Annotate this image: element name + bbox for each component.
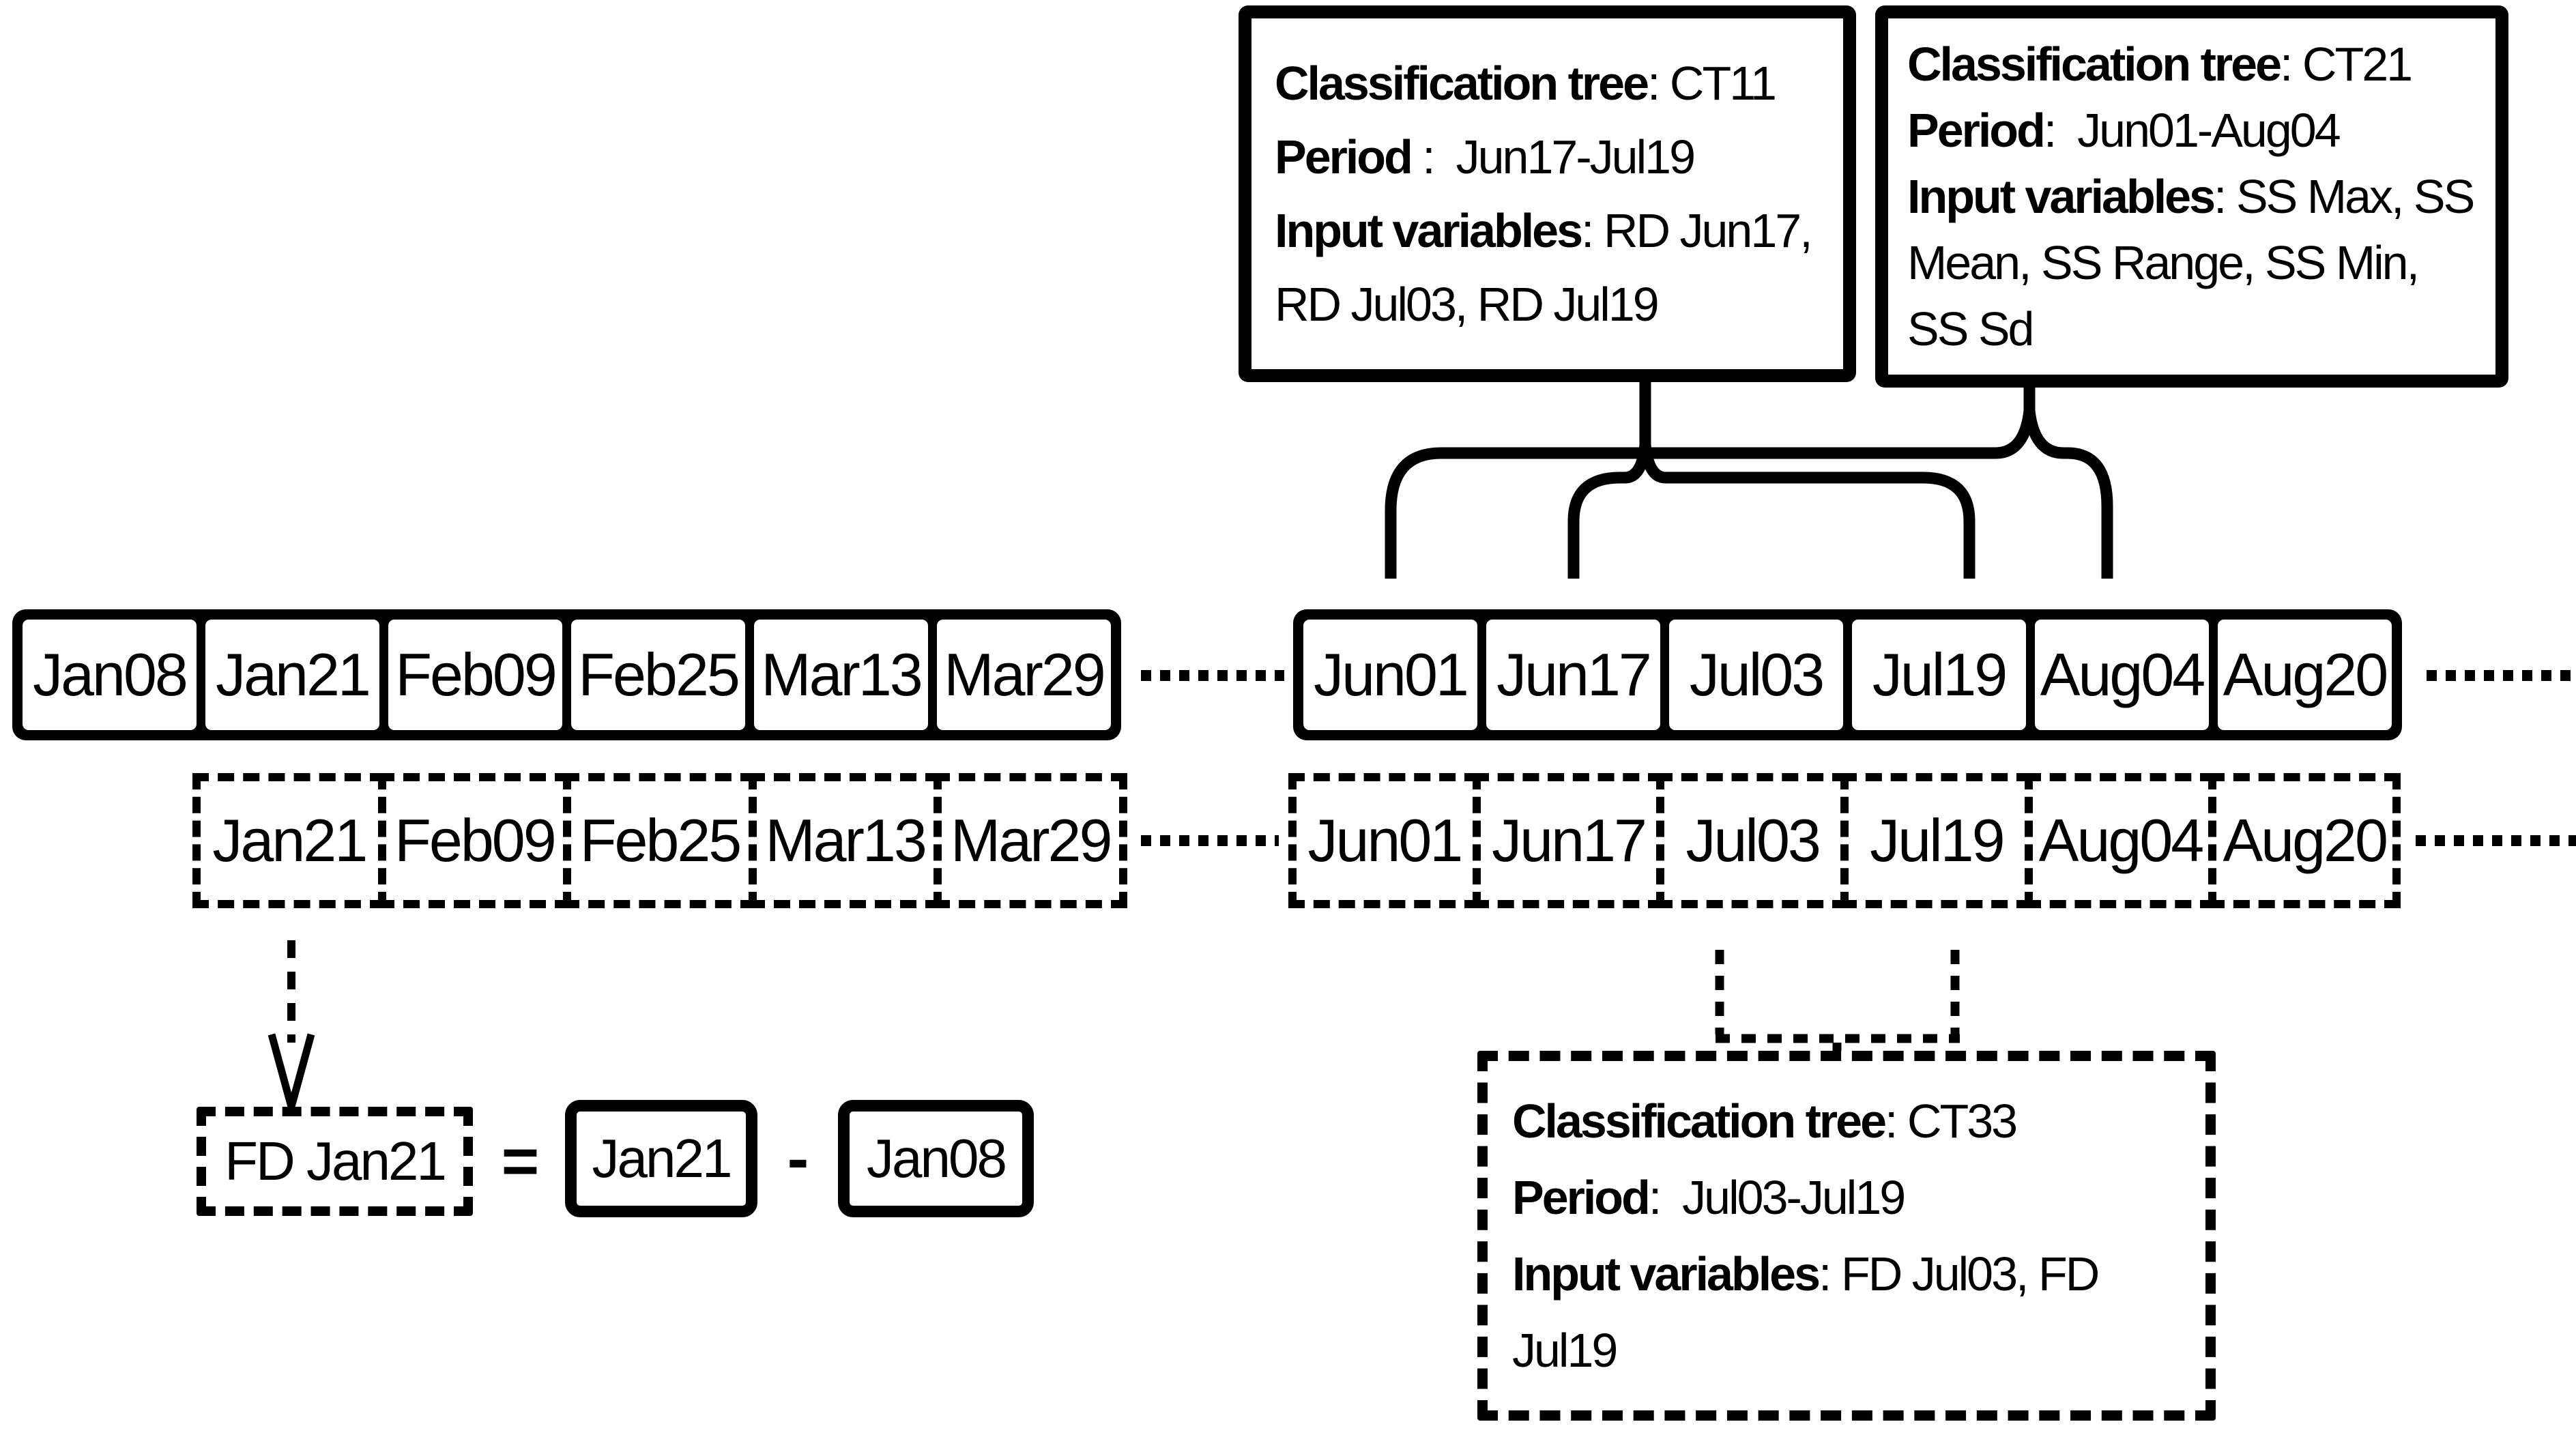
timeline-cell: Jun01 <box>1303 620 1477 730</box>
ct33-inputs-line: Input variables: FD Jul03, FD Jul19 <box>1512 1247 2109 1377</box>
ct21-period-line: Period: Jun01-Aug04 <box>1907 103 2341 157</box>
ct21-inputs-line: Input variables: SS Max, SS Mean, SS Ran… <box>1907 169 2485 355</box>
ct33-period-line: Period: Jul03-Jul19 <box>1512 1171 1906 1224</box>
timeline-cell: Aug20 <box>2218 620 2392 730</box>
timeline-cell-dashed: Jun17 <box>1472 773 1665 908</box>
ct21-box: Classification tree: CT21 Period: Jun01-… <box>1875 5 2508 388</box>
timeline-cell-dashed: Aug20 <box>2208 773 2401 908</box>
timeline-cell: Jan21 <box>205 620 379 730</box>
timeline-cell: Jun17 <box>1486 620 1660 730</box>
ct21-classification-line: Classification tree: CT21 <box>1907 37 2413 91</box>
timeline-row1-right-group: Jun01 Jun17 Jul03 Jul19 Aug04 Aug20 <box>1293 609 2402 740</box>
fd-arrowhead-icon <box>267 1033 315 1121</box>
timeline-row2-left-group: Jan21 Feb09 Feb25 Mar13 Mar29 <box>192 773 1127 908</box>
ct33-box: Classification tree: CT33 Period: Jul03-… <box>1477 1051 2216 1421</box>
timeline-cell-dashed: Jun01 <box>1288 773 1481 908</box>
timeline-cell: Aug04 <box>2035 620 2209 730</box>
timeline-cell: Mar29 <box>937 620 1111 730</box>
ct11-inputs-line: Input variables: RD Jun17, RD Jul03, RD … <box>1275 204 1823 331</box>
timeline-cell-dashed: Mar13 <box>748 773 942 908</box>
timeline-cell-dashed: Jul03 <box>1656 773 1849 908</box>
timeline-cell-dashed: Jul19 <box>1840 773 2033 908</box>
timeline-cell-dashed: Feb25 <box>563 773 757 908</box>
timeline-cell: Jul03 <box>1669 620 1843 730</box>
timeline-cell: Jan08 <box>23 620 197 730</box>
ct11-box: Classification tree: CT11 Period : Jun17… <box>1239 5 1856 382</box>
fd-result-box: FD Jan21 <box>197 1107 473 1216</box>
minus-sign: - <box>787 1122 809 1195</box>
ct33-classification-line: Classification tree: CT33 <box>1512 1094 2018 1148</box>
timeline-cell-dashed: Aug04 <box>2024 773 2217 908</box>
timeline-row2-right-group: Jun01 Jun17 Jul03 Jul19 Aug04 Aug20 <box>1288 773 2401 908</box>
brace-ct21-jun01-aug04 <box>1385 409 2113 579</box>
timeline-cell-dashed: Jan21 <box>192 773 386 908</box>
timeline-cell-dashed: Feb09 <box>377 773 572 908</box>
ct11-classification-line: Classification tree: CT11 <box>1275 57 1777 110</box>
timeline-cell-dashed: Mar29 <box>934 773 1127 908</box>
timeline-cell: Jul19 <box>1852 620 2026 730</box>
timeline-cell: Mar13 <box>754 620 928 730</box>
timeline-cell: Feb25 <box>571 620 745 730</box>
timeline-row1-left-group: Jan08 Jan21 Feb09 Feb25 Mar13 Mar29 <box>12 609 1121 740</box>
brace-ct11-jun17-jul19 <box>1567 444 1976 579</box>
minuend-box: Jan21 <box>565 1100 757 1217</box>
subtrahend-box: Jan08 <box>838 1100 1034 1217</box>
timeline-cell: Feb09 <box>388 620 562 730</box>
ct11-period-line: Period : Jun17-Jul19 <box>1275 130 1696 184</box>
equals-sign: = <box>501 1124 540 1198</box>
